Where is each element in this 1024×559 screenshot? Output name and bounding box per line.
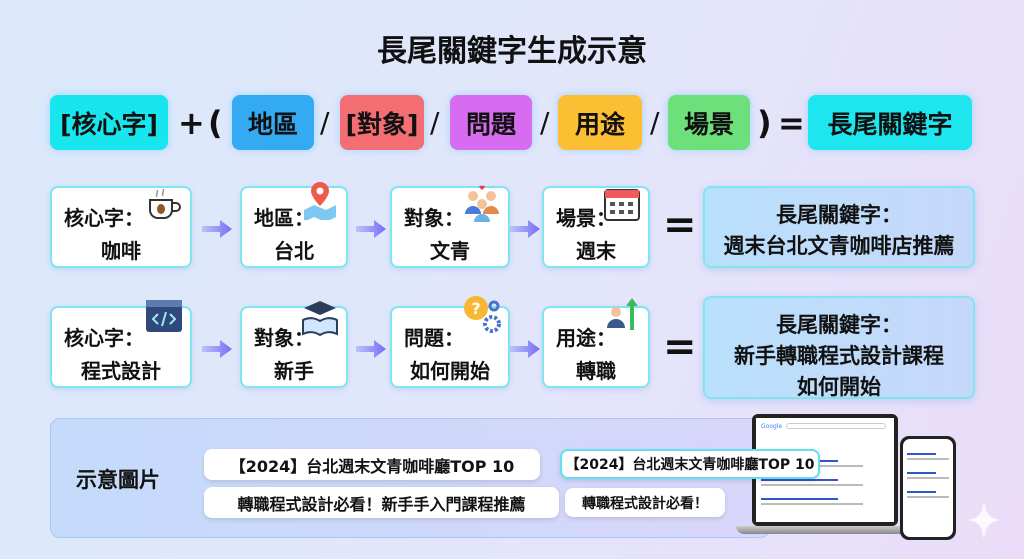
arrow-right-icon <box>202 220 232 238</box>
highlight-title-pill: 轉職程式設計必看！ <box>565 488 725 517</box>
chip-usage: 用途 <box>558 95 642 150</box>
equals-sign: = <box>663 202 697 248</box>
laptop-base <box>736 526 916 534</box>
result-keyword: 新手轉職程式設計課程 <box>734 344 944 368</box>
chip-target: [對象] <box>340 95 424 150</box>
step-value: 新手 <box>274 359 314 383</box>
illustration-label: 示意圖片 <box>76 468 160 492</box>
plus-sign: + <box>178 103 205 142</box>
step-label: 核心字： <box>64 326 144 350</box>
step-label: 核心字： <box>64 206 144 230</box>
arrow-right-icon <box>356 220 386 238</box>
question-gears-icon: ? <box>464 296 501 333</box>
slash: / <box>650 106 660 139</box>
step-label: 對象： <box>404 206 464 230</box>
page-title: 長尾關鍵字生成示意 <box>377 34 647 69</box>
arrow-right-icon <box>510 340 540 358</box>
code-window-icon <box>146 300 182 332</box>
equals-sign: = <box>663 324 697 370</box>
slash: / <box>430 106 440 139</box>
open-paren: ( <box>208 103 223 142</box>
equals-sign: = <box>778 103 805 142</box>
close-paren: ) <box>757 103 772 142</box>
arrow-right-icon <box>356 340 386 358</box>
step-card: 對象： 文青 <box>390 185 510 268</box>
arrow-right-icon <box>202 340 232 358</box>
chip-scene: 場景 <box>668 95 750 150</box>
step-card: 地區：台北 <box>240 182 348 268</box>
chip-core: [核心字] <box>50 95 168 150</box>
step-value: 台北 <box>274 239 314 263</box>
result-card: 長尾關鍵字： 週末台北文青咖啡店推薦 <box>703 186 975 268</box>
step-value: 文青 <box>430 239 470 263</box>
step-card: 用途： 轉職 <box>542 298 650 388</box>
phone-mockup <box>900 436 956 540</box>
sparkle-icon <box>966 500 1002 540</box>
result-label: 長尾關鍵字： <box>776 313 902 337</box>
step-label: 用途： <box>556 326 616 350</box>
step-value: 程式設計 <box>81 359 161 383</box>
search-title-pill: 【2024】台北週末文青咖啡廳TOP 10 <box>204 449 540 480</box>
step-value: 咖啡 <box>101 239 141 263</box>
step-value: 如何開始 <box>410 359 490 383</box>
step-card: 對象：新手 <box>240 301 348 388</box>
people-icon <box>465 185 499 222</box>
result-keyword: 週末台北文青咖啡店推薦 <box>723 234 955 258</box>
slash: / <box>320 106 330 139</box>
search-title-pill: 轉職程式設計必看！新手手入門課程推薦 <box>204 487 559 518</box>
career-growth-icon <box>607 298 638 330</box>
graduation-book-icon <box>302 301 338 337</box>
result-keyword: 如何開始 <box>797 375 881 399</box>
result-label: 長尾關鍵字： <box>776 203 902 227</box>
map-pin-icon <box>304 182 336 220</box>
chip-question: 問題 <box>450 95 532 150</box>
step-card: 核心字： 程式設計 <box>50 300 192 388</box>
step-card: 核心字： 咖啡 <box>50 186 192 268</box>
step-value: 轉職 <box>576 359 616 383</box>
step-card: 場景：週末 <box>542 186 650 268</box>
step-label: 問題： <box>404 326 464 350</box>
coffee-cup-icon <box>149 188 181 219</box>
chip-result: 長尾關鍵字 <box>808 95 972 150</box>
arrow-right-icon <box>510 220 540 238</box>
chip-region: 地區 <box>232 95 314 150</box>
result-card: 長尾關鍵字： 新手轉職程式設計課程 如何開始 <box>703 296 975 399</box>
highlight-title-pill: 【2024】台北週末文青咖啡廳TOP 10 <box>560 449 820 479</box>
search-brand-logo: Google <box>761 423 783 430</box>
calendar-icon <box>604 189 640 221</box>
slash: / <box>540 106 550 139</box>
step-card: 問題： 如何開始 ? <box>390 296 510 388</box>
svg-text:?: ? <box>471 299 480 318</box>
step-value: 週末 <box>576 239 616 263</box>
